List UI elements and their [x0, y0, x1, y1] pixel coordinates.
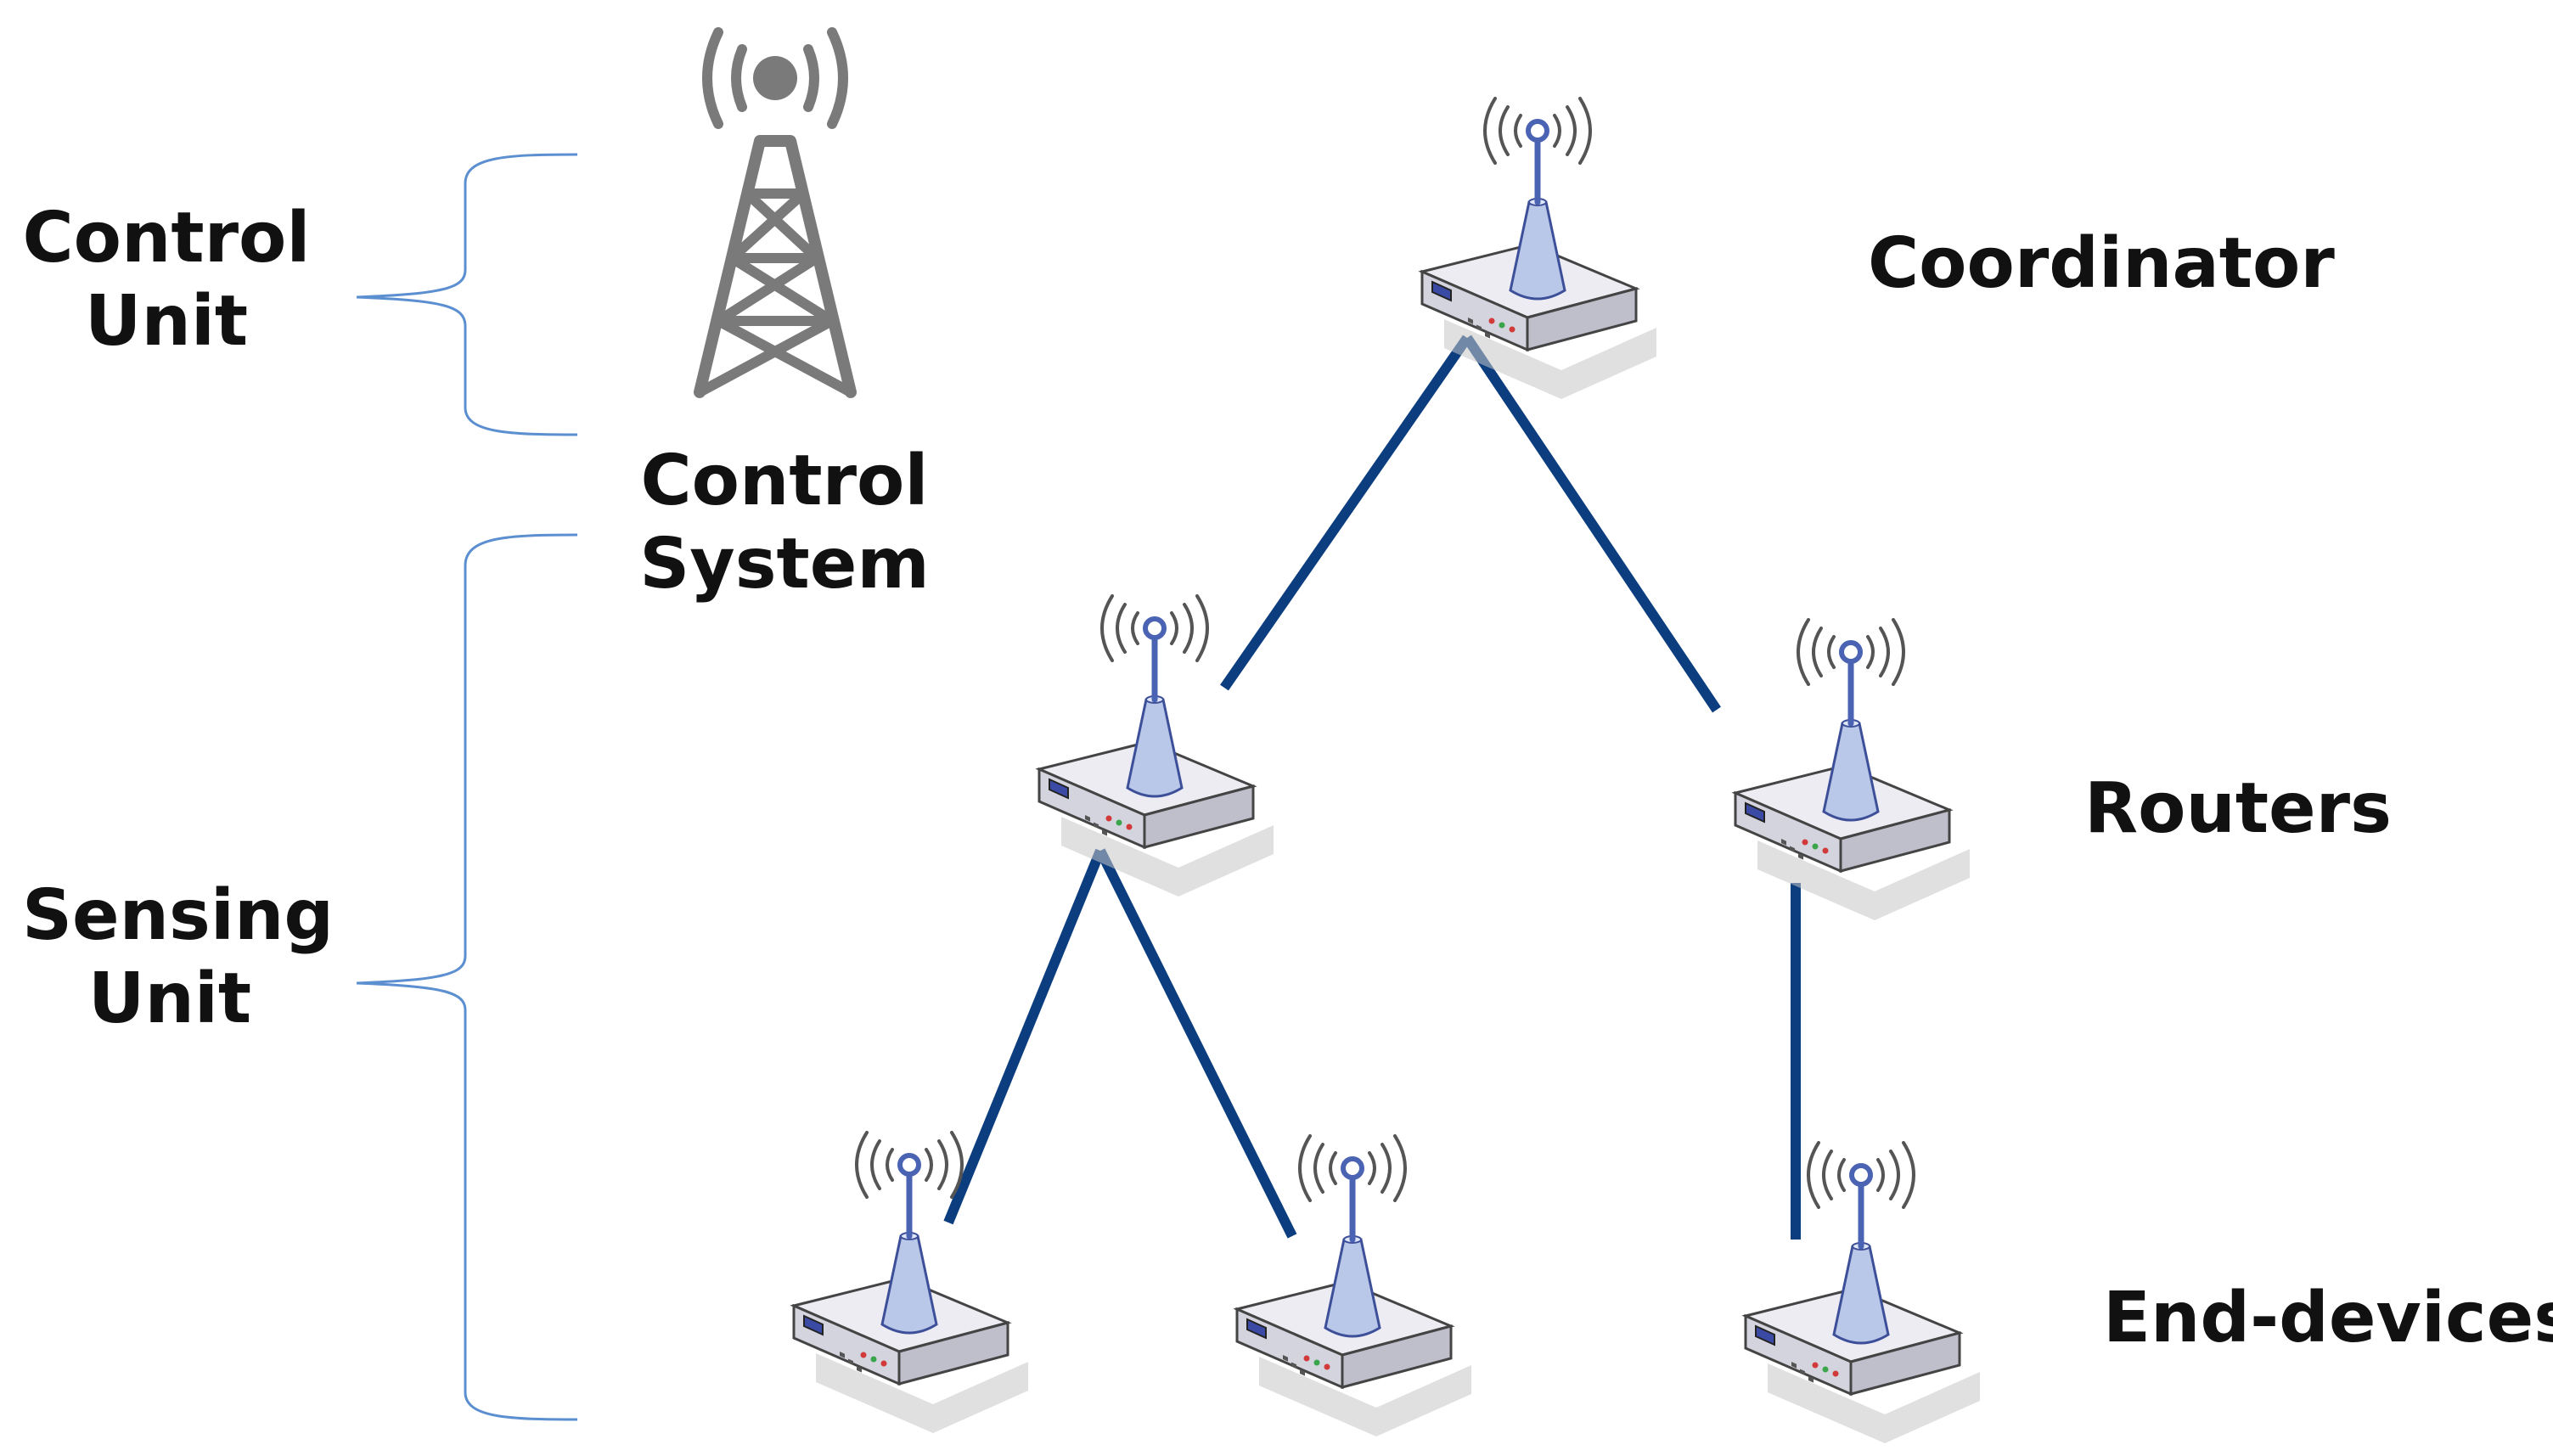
control-system-label: Control System	[637, 440, 932, 607]
control-tower-icon	[694, 27, 857, 398]
end-devices-label: End-devices	[2103, 1278, 2553, 1358]
control-system-line-1: Control	[640, 441, 929, 521]
control-unit-line-2: Unit	[84, 281, 249, 363]
control-system-line-2: System	[639, 524, 930, 605]
control-unit-label: Control Unit	[22, 197, 311, 364]
end-device-middle-icon	[1237, 1136, 1471, 1436]
routers-label: Routers	[2084, 768, 2392, 849]
link-coordinator-router-right	[1463, 334, 1721, 713]
end-device-left-icon	[794, 1133, 1028, 1433]
link-coordinator-router-left	[1220, 334, 1471, 691]
coordinator-label: Coordinator	[1868, 223, 2335, 304]
link-router-left-end-device-middle	[1095, 848, 1297, 1239]
end-device-right-icon	[1746, 1143, 1980, 1443]
sensing-unit-line-1: Sensing	[22, 875, 335, 956]
sensing-unit-label: Sensing Unit	[22, 874, 335, 1042]
sensing-unit-line-2: Unit	[87, 958, 252, 1040]
control-unit-brace	[356, 153, 578, 436]
router-left-icon	[1039, 596, 1274, 897]
network-links	[943, 334, 1801, 1240]
control-unit-line-1: Control	[22, 198, 311, 278]
router-right-icon	[1735, 620, 1970, 920]
link-router-left-end-device-left	[943, 848, 1105, 1225]
sensing-unit-brace	[356, 533, 578, 1421]
